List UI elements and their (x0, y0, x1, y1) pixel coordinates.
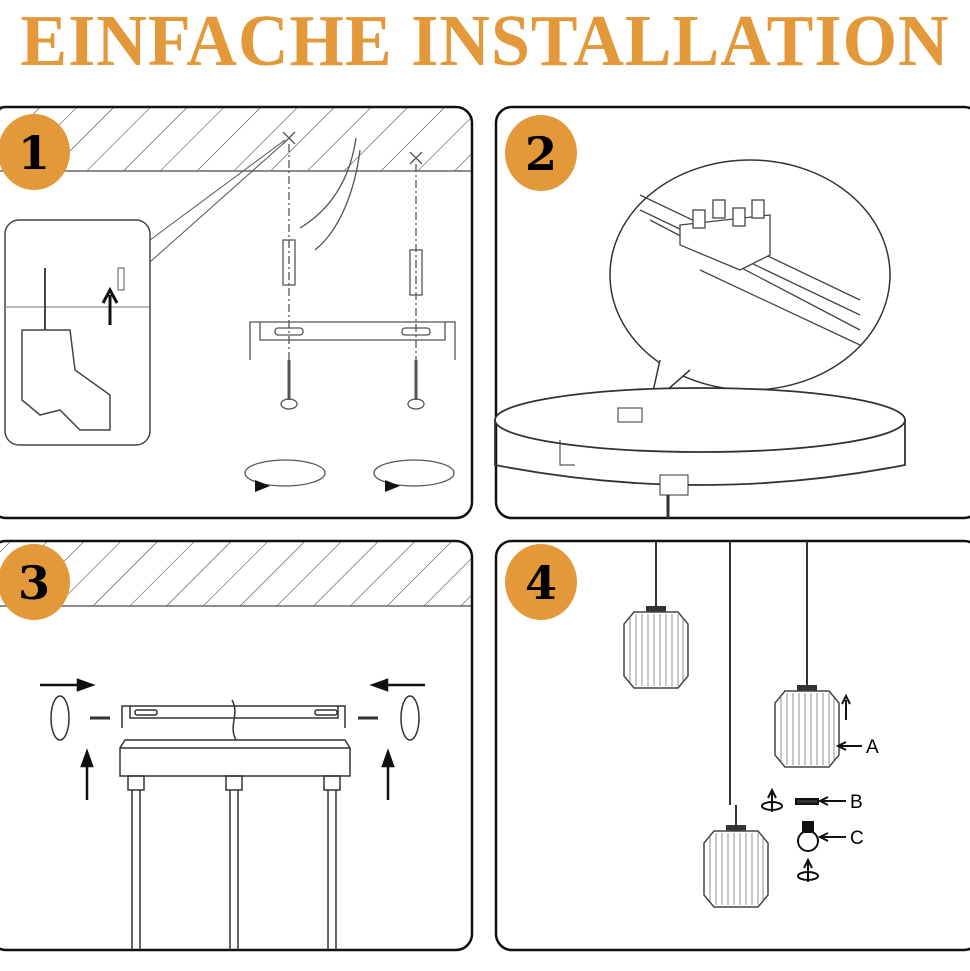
part-label-c: C (850, 828, 864, 849)
page-title: EINFACHE INSTALLATION (20, 1, 950, 82)
step-number: 3 (18, 556, 50, 610)
step-badge-2: 2 (505, 115, 577, 191)
part-label-b: B (850, 792, 863, 813)
step-1-panel (0, 105, 474, 520)
pendant-lamp (623, 585, 689, 689)
step-number: 2 (525, 127, 557, 181)
step-badge-4: 4 (505, 544, 577, 620)
drill-icon (21, 329, 111, 431)
pendant-lamp (703, 804, 769, 908)
arrow-icons (40, 678, 425, 800)
rotate-arrow-icon (255, 480, 400, 492)
step-number: 4 (525, 556, 557, 610)
ceiling-canopy (494, 387, 906, 518)
step-number: 1 (18, 126, 50, 180)
arrow-up-icon (101, 286, 119, 325)
step-badge-3: 3 (0, 544, 70, 620)
pendant-lamp (774, 664, 840, 768)
ceiling-hatch (0, 107, 472, 171)
step-3-panel (0, 539, 474, 952)
part-label-a: A (866, 737, 879, 758)
drill-inset (4, 139, 286, 446)
step-4-panel: A B C (494, 539, 970, 952)
step-badge-1: 1 (0, 114, 70, 190)
step-2-panel (494, 105, 970, 520)
detail-magnifier (609, 159, 891, 391)
